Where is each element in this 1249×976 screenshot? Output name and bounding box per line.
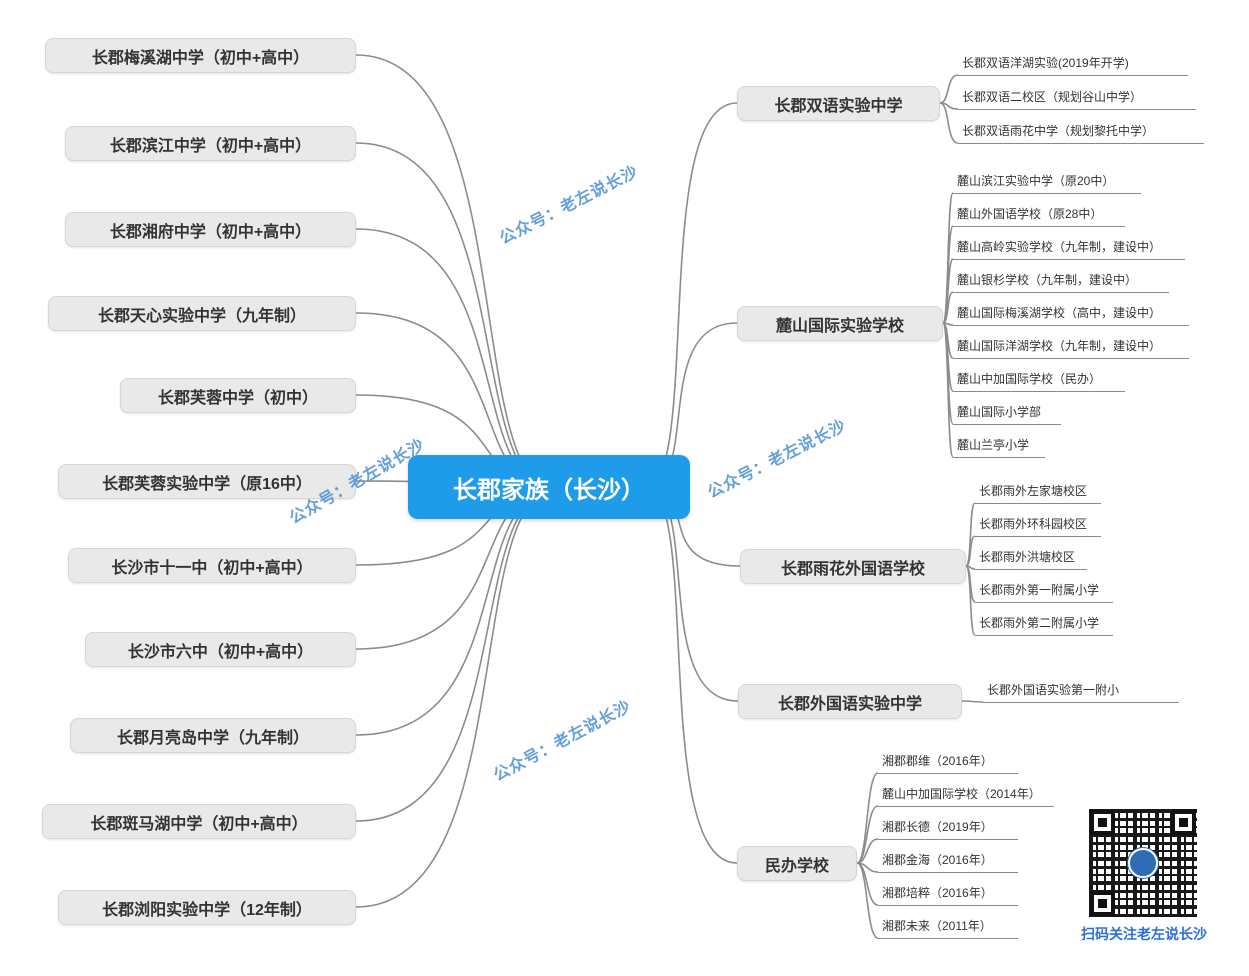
center-topic[interactable]: 长郡家族（长沙） — [408, 455, 690, 519]
left-topic-1[interactable]: 长郡滨江中学（初中+高中） — [65, 126, 356, 161]
qr-center-logo-icon — [1128, 848, 1158, 878]
connector — [355, 54, 557, 491]
connector — [965, 502, 976, 567]
qr-code — [1086, 806, 1200, 920]
subtopic[interactable]: 湘郡郡维（2016年） — [878, 753, 1018, 774]
left-topic-8[interactable]: 长郡月亮岛中学（九年制） — [70, 718, 356, 753]
connector — [644, 486, 739, 702]
connector — [942, 192, 954, 324]
qr-caption: 扫码关注老左说长沙 — [1081, 926, 1207, 942]
watermark-text: 公众号：老左说长沙 — [497, 163, 642, 248]
right-topic-0[interactable]: 长郡双语实验中学 — [737, 86, 940, 121]
connector — [644, 486, 738, 864]
connector — [856, 772, 879, 864]
connector — [942, 322, 954, 425]
connector — [942, 322, 954, 326]
subtopic[interactable]: 麓山中加国际学校（民办） — [953, 371, 1125, 392]
subtopic[interactable]: 长郡雨外第二附属小学 — [975, 615, 1113, 636]
subtopic[interactable]: 长郡雨外环科园校区 — [975, 516, 1101, 537]
connector — [942, 322, 954, 458]
left-topic-5[interactable]: 长郡芙蓉实验中学（原16中） — [58, 464, 356, 499]
subtopic[interactable]: 麓山外国语学校（原28中） — [953, 206, 1125, 227]
left-topic-3[interactable]: 长郡天心实验中学（九年制） — [48, 296, 356, 331]
watermark-text: 公众号：老左说长沙 — [705, 417, 850, 502]
connector — [965, 565, 976, 570]
connector — [942, 291, 954, 324]
connector — [965, 565, 976, 603]
subtopic[interactable]: 长郡雨外洪塘校区 — [975, 549, 1087, 570]
left-topic-10[interactable]: 长郡浏阳实验中学（12年制） — [58, 890, 356, 925]
subtopic[interactable]: 湘郡金海（2016年） — [878, 852, 1018, 873]
connector — [856, 862, 879, 873]
qr-finder-icon — [1090, 891, 1115, 916]
qr-finder-dot — [1179, 818, 1188, 827]
connector — [355, 228, 557, 491]
connector — [942, 225, 954, 324]
subtopic[interactable]: 长郡雨外第一附属小学 — [975, 582, 1113, 603]
right-topic-1[interactable]: 麓山国际实验学校 — [737, 306, 943, 341]
left-topic-9[interactable]: 长郡斑马湖中学（初中+高中） — [42, 804, 356, 839]
connector — [856, 838, 879, 864]
left-topic-7[interactable]: 长沙市六中（初中+高中） — [85, 632, 356, 667]
subtopic[interactable]: 长郡外国语实验第一附小 — [983, 682, 1179, 703]
connector — [942, 322, 954, 392]
subtopic[interactable]: 长郡雨外左家塘校区 — [975, 483, 1101, 504]
connector — [939, 102, 959, 144]
subtopic[interactable]: 麓山国际小学部 — [953, 404, 1061, 425]
connector — [355, 142, 557, 491]
subtopic[interactable]: 麓山国际洋湖学校（九年制，建设中） — [953, 338, 1189, 359]
connector — [939, 102, 959, 110]
connector — [856, 862, 879, 939]
connector — [939, 74, 959, 104]
connector — [355, 489, 557, 822]
subtopic[interactable]: 长郡双语雨花中学（规划黎托中学） — [958, 123, 1204, 144]
right-topic-3[interactable]: 长郡外国语实验中学 — [738, 684, 962, 719]
subtopic[interactable]: 长郡双语二校区（规划谷山中学） — [958, 89, 1196, 110]
qr-finder-icon — [1090, 810, 1115, 835]
connector — [644, 102, 738, 488]
left-topic-2[interactable]: 长郡湘府中学（初中+高中） — [65, 212, 356, 247]
connector — [355, 489, 557, 908]
subtopic[interactable]: 麓山国际梅溪湖学校（高中，建设中） — [953, 305, 1189, 326]
qr-finder-dot — [1098, 818, 1107, 827]
right-topic-4[interactable]: 民办学校 — [737, 846, 857, 881]
qr-finder-dot — [1098, 899, 1107, 908]
subtopic[interactable]: 湘郡长德（2019年） — [878, 819, 1018, 840]
connector — [965, 535, 976, 567]
left-topic-6[interactable]: 长沙市十一中（初中+高中） — [68, 548, 356, 583]
subtopic[interactable]: 麓山滨江实验中学（原20中） — [953, 173, 1141, 194]
qr-finder-icon — [1171, 810, 1196, 835]
subtopic[interactable]: 麓山银杉学校（九年制，建设中） — [953, 272, 1169, 293]
connector — [355, 489, 557, 736]
connector — [961, 700, 984, 703]
watermark-text: 公众号：老左说长沙 — [491, 697, 635, 785]
connector — [965, 565, 976, 636]
subtopic[interactable]: 麓山高岭实验学校（九年制，建设中） — [953, 239, 1185, 260]
connector — [942, 258, 954, 324]
right-topic-2[interactable]: 长郡雨花外国语学校 — [740, 549, 966, 584]
left-topic-4[interactable]: 长郡芙蓉中学（初中） — [120, 378, 356, 413]
subtopic[interactable]: 湘郡未来（2011年） — [878, 918, 1018, 939]
subtopic[interactable]: 湘郡培粹（2016年） — [878, 885, 1018, 906]
subtopic[interactable]: 长郡双语洋湖实验(2019年开学) — [958, 55, 1188, 76]
connector — [856, 805, 879, 864]
subtopic[interactable]: 麓山兰亭小学 — [953, 437, 1045, 458]
connector — [942, 322, 954, 359]
connector — [856, 862, 879, 906]
left-topic-0[interactable]: 长郡梅溪湖中学（初中+高中） — [45, 38, 356, 73]
subtopic[interactable]: 麓山中加国际学校（2014年） — [878, 786, 1054, 807]
